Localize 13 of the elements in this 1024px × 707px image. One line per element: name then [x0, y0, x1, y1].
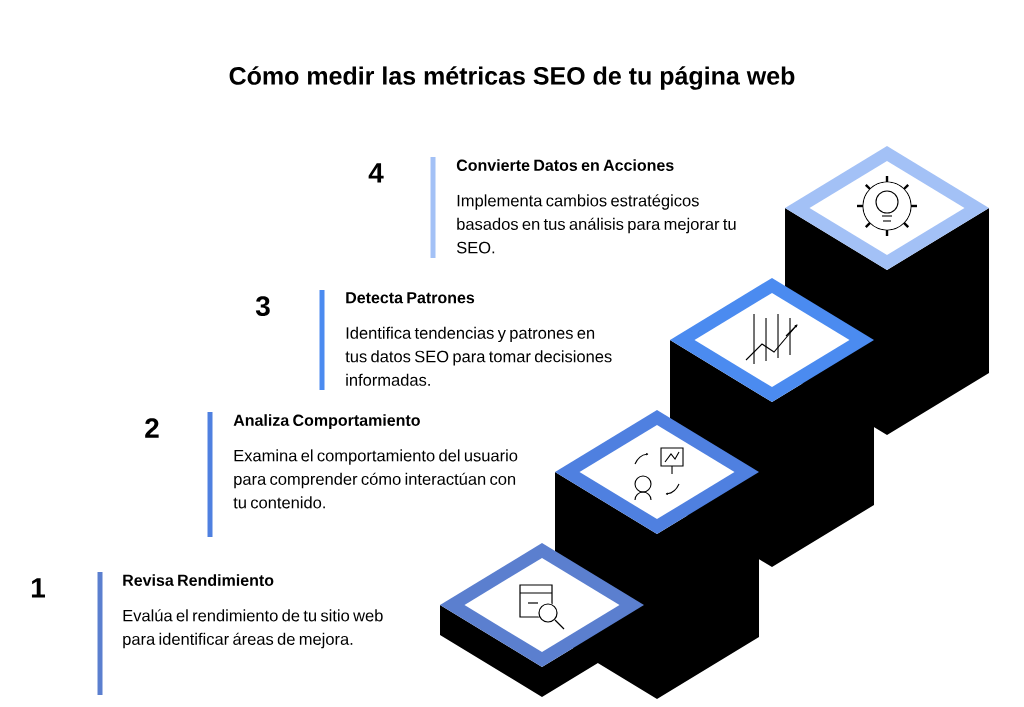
step-description: Examina el comportamiento del usuario para comprender cómo interactúan con tu contenido.: [233, 449, 518, 509]
step-number: 1: [31, 578, 45, 598]
step-heading: Revisa Rendimiento: [123, 574, 274, 586]
step-heading: Detecta Patrones: [346, 292, 475, 304]
step-description: Identifica tendencias y patrones en tus datos SEO para tomar decisiones informadas.: [345, 326, 612, 386]
step-number: 2: [145, 418, 159, 438]
step-description: Evalúa el rendimiento de tu sitio web para identificar áreas de mejora.: [123, 609, 383, 649]
step-number: 3: [255, 296, 270, 317]
title: Cómo medir las métricas SEO de tu página web: [229, 66, 795, 90]
step-heading: Convierte Datos en Acciones: [456, 159, 674, 171]
step-description: Implementa cambios estratégicos basados en tus análisis para mejorar tu SEO.: [456, 194, 736, 254]
step-number: 4: [368, 163, 384, 183]
step-heading: Analiza Comportamiento: [233, 414, 420, 430]
